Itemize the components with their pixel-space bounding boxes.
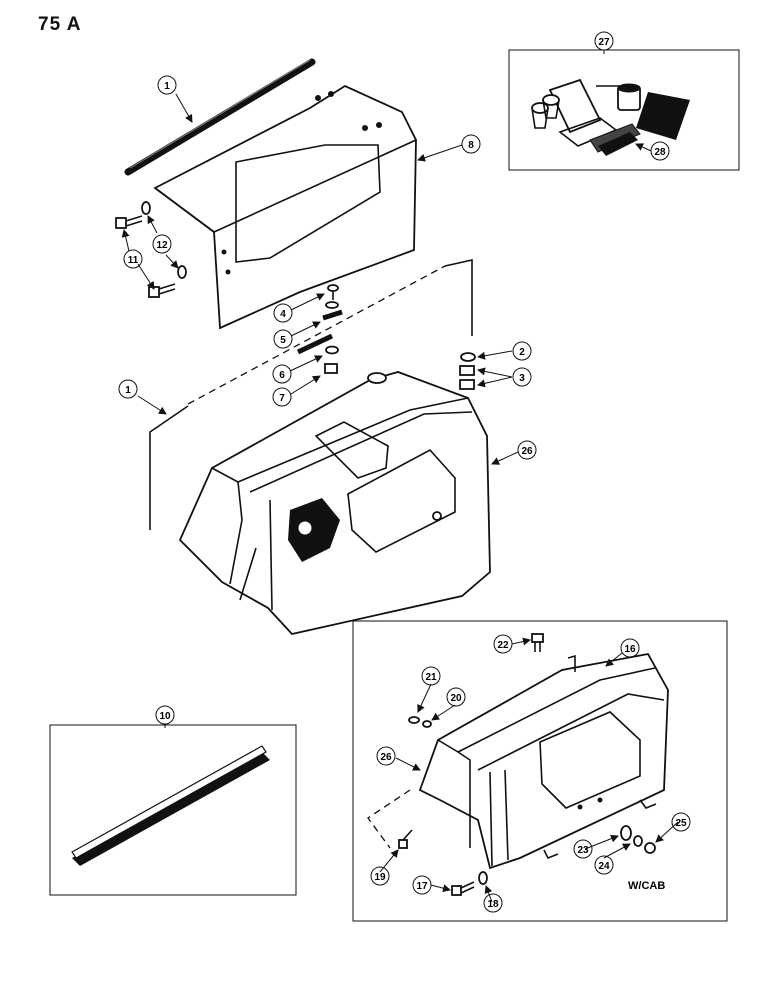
callout-26-main: 26 [517, 440, 537, 460]
callout-28: 28 [650, 141, 670, 161]
callout-label: 21 [425, 672, 437, 683]
washer-6 [325, 345, 339, 355]
box-cab [352, 620, 728, 922]
nut-7 [324, 363, 338, 374]
callout-24: 24 [594, 855, 614, 875]
kit-items [531, 78, 690, 156]
page-label: 75 A [38, 14, 82, 35]
washer-12-lower [177, 265, 187, 279]
callout-4: 4 [273, 303, 293, 323]
washer-23 [620, 825, 632, 841]
bolt-4 [327, 284, 339, 300]
callout-3: 3 [512, 367, 532, 387]
callout-label: 10 [159, 711, 171, 722]
callout-17: 17 [412, 875, 432, 895]
box-strip-10 [49, 724, 297, 896]
callout-6: 6 [272, 364, 292, 384]
leader-lines [121, 50, 679, 903]
callout-25: 25 [671, 812, 691, 832]
fill-port [288, 498, 340, 562]
callout-11: 11 [123, 249, 143, 269]
callout-label: 26 [380, 752, 392, 763]
callout-20: 20 [446, 687, 466, 707]
callout-label: 17 [416, 881, 428, 892]
box-kit-27 [508, 49, 740, 171]
callout-10: 10 [155, 705, 175, 725]
cab-dash [367, 789, 411, 849]
nut-3-upper [459, 365, 475, 376]
washer-24 [633, 835, 643, 847]
cab-note: W/CAB [628, 880, 665, 892]
washer-20 [422, 720, 432, 728]
callout-label: 7 [279, 393, 285, 404]
bolt-22 [531, 633, 544, 652]
callout-label: 26 [521, 446, 533, 457]
callout-label: 11 [128, 255, 139, 266]
weatherstrip-10 [71, 745, 270, 866]
callout-9: 1 [157, 75, 177, 95]
callout-label: 23 [577, 845, 589, 856]
callout-label: 1 [125, 385, 131, 396]
tank-cab [418, 652, 669, 870]
callout-23: 23 [573, 839, 593, 859]
callout-label: 8 [468, 140, 474, 151]
callout-16: 16 [620, 638, 640, 658]
washer-5 [325, 301, 339, 309]
nut-25 [644, 842, 656, 854]
callout-19: 19 [370, 866, 390, 886]
callout-22: 22 [493, 634, 513, 654]
bolt-17 [451, 881, 475, 896]
bolt-19 [398, 829, 413, 849]
callout-label: 20 [450, 693, 462, 704]
callout-label: 24 [598, 861, 610, 872]
callout-label: 16 [624, 644, 636, 655]
callout-label: 19 [374, 872, 386, 883]
strap-5-lower [296, 333, 334, 355]
callout-27: 27 [594, 31, 614, 51]
callout-18: 18 [483, 893, 503, 913]
nut-3-lower [459, 379, 475, 390]
strap-5 [322, 309, 343, 321]
bolt-11-lower [148, 283, 176, 298]
j-bolt-right [444, 259, 473, 336]
callout-8: 8 [461, 134, 481, 154]
strap-9 [124, 58, 316, 176]
bolt-11-upper [115, 215, 143, 229]
j-bolt-1 [149, 405, 189, 530]
nut-21 [408, 716, 420, 724]
callout-5: 5 [273, 329, 293, 349]
washer-2 [460, 352, 476, 362]
callout-12: 12 [152, 234, 172, 254]
callout-label: 6 [279, 370, 285, 381]
cover-panel-8 [153, 84, 417, 330]
callout-label: 22 [497, 640, 509, 651]
callout-label: 4 [280, 309, 286, 320]
callout-label: 12 [156, 240, 168, 251]
callout-26-cab: 26 [376, 746, 396, 766]
callout-1: 1 [118, 379, 138, 399]
washer-12-upper [141, 201, 151, 215]
callout-label: 28 [654, 147, 666, 158]
tank-26 [178, 371, 491, 635]
callout-label: 18 [487, 899, 499, 910]
callout-label: 2 [519, 347, 525, 358]
callouts: 1 8 11 12 4 5 6 7 2 3 1 26 27 28 10 22 1… [118, 31, 691, 913]
washer-18 [478, 871, 488, 885]
callout-label: 1 [164, 81, 170, 92]
callout-label: 27 [598, 37, 610, 48]
callout-label: 3 [519, 373, 525, 384]
callout-2: 2 [512, 341, 532, 361]
dashed-tie [187, 265, 446, 405]
callout-label: 5 [280, 335, 286, 346]
callout-21: 21 [421, 666, 441, 686]
callout-label: 25 [675, 818, 687, 829]
callout-7: 7 [272, 387, 292, 407]
